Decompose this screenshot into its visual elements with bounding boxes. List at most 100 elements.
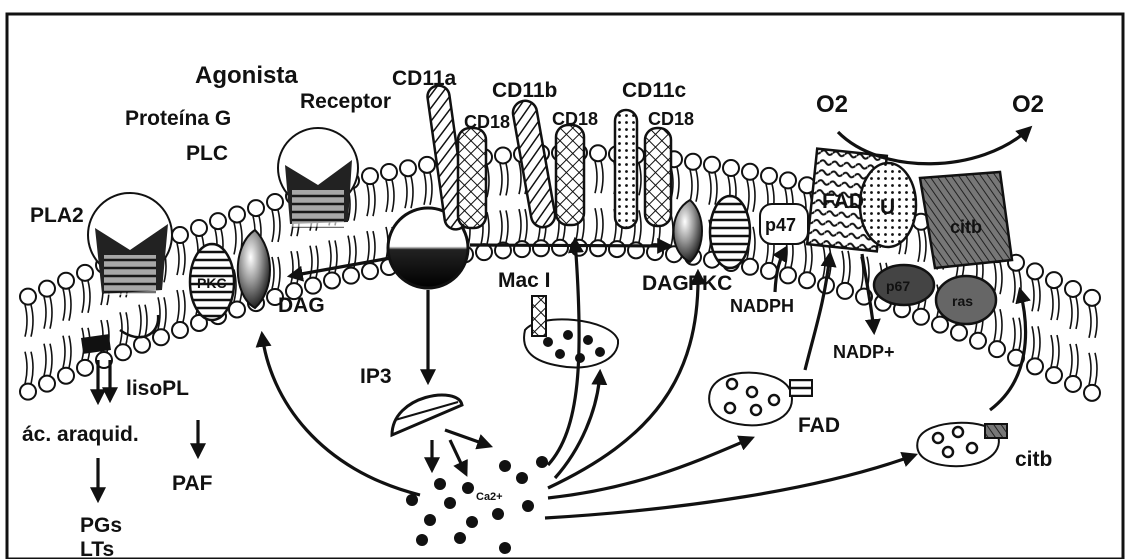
label-citb-granule: citb xyxy=(1015,448,1052,471)
lipid-tail xyxy=(145,305,147,337)
lipid-head xyxy=(780,267,796,283)
label-o2: O2 xyxy=(816,91,848,118)
lipid-tail xyxy=(354,189,356,221)
lipid-head xyxy=(761,168,777,184)
lipid-tail xyxy=(63,289,65,321)
calcium-ions xyxy=(406,456,548,554)
lipid-tail xyxy=(272,257,274,289)
lipid-head xyxy=(742,259,758,275)
label-lts: LTs xyxy=(80,538,114,559)
fad-granule xyxy=(709,373,812,426)
lipid-head xyxy=(1046,272,1062,288)
lipid-tail xyxy=(367,231,369,263)
label-liso-pl: lisoPL xyxy=(126,377,189,400)
lipid-tail xyxy=(690,170,692,202)
lipid-tail xyxy=(506,163,508,195)
label-pkc-left: PKC xyxy=(197,275,227,291)
label-fad-granule: FAD xyxy=(798,414,840,437)
lipid-head xyxy=(1046,367,1062,383)
lipid-head xyxy=(1065,376,1081,392)
label-p47: p47 xyxy=(765,215,796,235)
lipid-tail xyxy=(918,230,920,262)
lipid-head xyxy=(552,240,568,256)
label-pkc-right: PKC xyxy=(688,272,732,295)
lipid-tail xyxy=(1089,306,1091,338)
lipid-head xyxy=(305,278,321,294)
lipid-tail xyxy=(506,210,508,242)
lipid-tail xyxy=(69,336,71,368)
lipid-tail xyxy=(1070,297,1072,329)
lipid-tail xyxy=(1076,297,1078,329)
label-ip3: IP3 xyxy=(360,365,392,388)
label-cd18-c: CD18 xyxy=(648,109,694,129)
lipid-head xyxy=(837,283,853,299)
lipid-tail xyxy=(367,184,369,216)
lipid-tail xyxy=(1057,335,1059,367)
lipid-head xyxy=(590,240,606,256)
lipid-tail xyxy=(373,231,375,263)
label-agonista: Agonista xyxy=(195,62,298,89)
lipid-head xyxy=(609,241,625,257)
label-pla2: PLA2 xyxy=(30,204,84,227)
ip3-store-shape xyxy=(392,395,462,435)
lipid-tail xyxy=(25,352,27,384)
lipid-head xyxy=(970,333,986,349)
lipid-tail xyxy=(278,257,280,289)
lipid-tail xyxy=(601,161,603,193)
lipid-tail xyxy=(595,161,597,193)
lipid-tail xyxy=(1089,353,1091,385)
lipid-tail xyxy=(1038,326,1040,358)
lipid-head xyxy=(1084,385,1100,401)
lipid-tail xyxy=(63,336,65,368)
label-fad-membrane: FAD xyxy=(822,190,864,213)
lipid-head xyxy=(134,337,150,353)
lipid-tail xyxy=(709,173,711,205)
lipid-tail xyxy=(430,173,432,205)
lipid-tail xyxy=(696,170,698,202)
lipid-head xyxy=(77,265,93,281)
lipid-tail xyxy=(994,309,996,341)
lipid-head xyxy=(590,145,606,161)
label-p67: p67 xyxy=(886,278,910,294)
lipid-tail xyxy=(1032,326,1034,358)
lipid-head xyxy=(1065,281,1081,297)
label-u: U xyxy=(880,196,895,219)
label-nadph: NADPH xyxy=(730,296,794,316)
label-ras: ras xyxy=(952,293,973,309)
lipid-tail xyxy=(411,176,413,208)
label-cd11b: CD11b xyxy=(492,79,557,102)
label-dag-right: DAG xyxy=(642,272,689,295)
lipid-tail xyxy=(842,251,844,283)
lipid-tail xyxy=(823,245,825,277)
lipid-head xyxy=(780,172,796,188)
lipid-tail xyxy=(924,230,926,262)
lipid-head xyxy=(324,272,340,288)
pla2-receptor-complex xyxy=(88,193,172,295)
lipid-tail xyxy=(753,227,755,259)
lipid-tail xyxy=(82,281,84,313)
lipid-tail xyxy=(1000,309,1002,341)
lipid-head xyxy=(229,301,245,317)
lipid-head xyxy=(77,360,93,376)
lipid-head xyxy=(951,325,967,341)
label-receptor: Receptor xyxy=(300,90,391,113)
lipid-tail xyxy=(500,163,502,195)
lipid-tail xyxy=(595,208,597,240)
lipid-tail xyxy=(234,222,236,254)
lipid-head xyxy=(1084,290,1100,306)
lipid-tail xyxy=(519,209,521,241)
lipid-head xyxy=(742,164,758,180)
lipid-tail xyxy=(519,162,521,194)
label-ac-araquid: ác. araquid. xyxy=(22,423,139,446)
lipid-tail xyxy=(44,344,46,376)
lipid-head xyxy=(267,194,283,210)
lipid-head xyxy=(1027,358,1043,374)
lipid-tail xyxy=(639,210,641,242)
lipid-head xyxy=(39,376,55,392)
lipid-head xyxy=(115,344,131,360)
lipid-tail xyxy=(1013,318,1015,350)
lipid-tail xyxy=(525,209,527,241)
lipid-tail xyxy=(1095,353,1097,385)
lipid-tail xyxy=(126,312,128,344)
